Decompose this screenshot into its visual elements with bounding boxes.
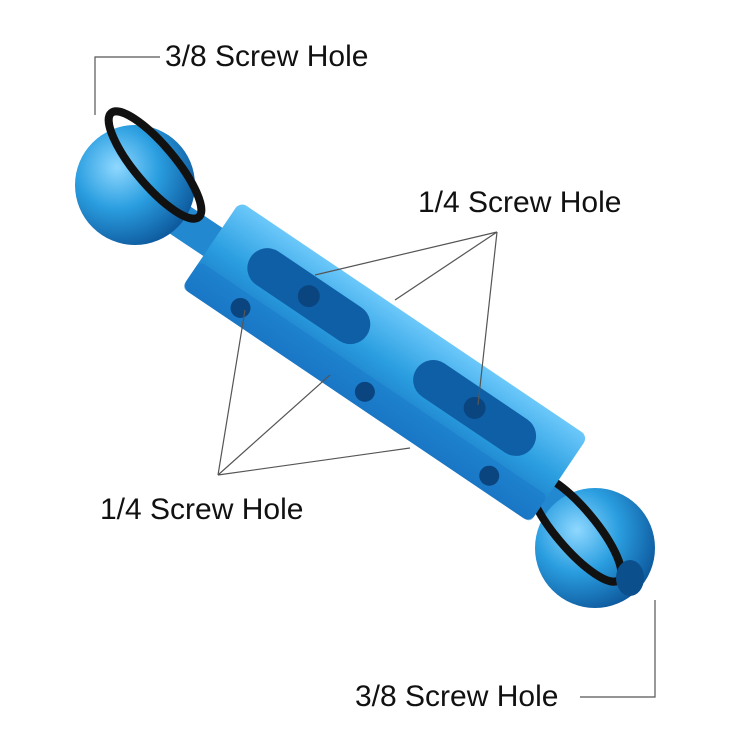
screw-hole-icon [616,560,644,596]
label-top-3-8-screw-hole: 3/8 Screw Hole [165,40,369,73]
bar [184,204,586,521]
label-top-1-4-screw-hole: 1/4 Screw Hole [418,186,622,219]
label-bottom-3-8-screw-hole: 3/8 Screw Hole [355,680,559,713]
label-bottom-1-4-screw-hole: 1/4 Screw Hole [100,493,304,526]
top-ball [75,107,250,275]
leader-lines [94,56,656,698]
